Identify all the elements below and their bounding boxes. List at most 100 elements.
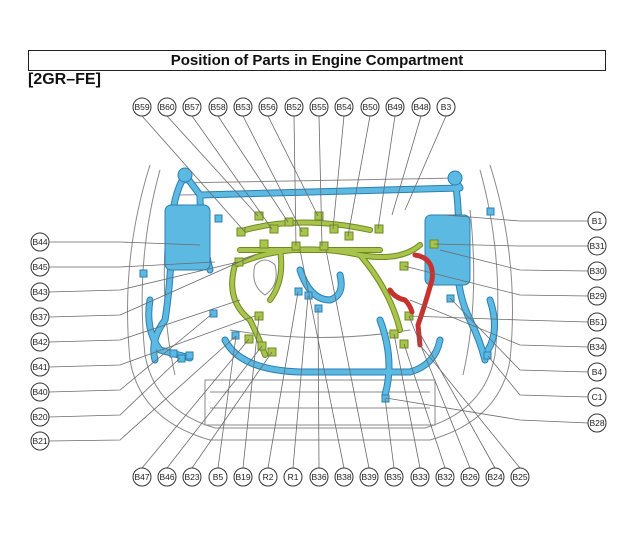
svg-text:B28: B28 xyxy=(589,418,604,428)
leader-lines xyxy=(48,115,589,469)
callout-R2: R2 xyxy=(258,467,278,487)
callout-B51: B51 xyxy=(587,312,607,332)
callout-B35: B35 xyxy=(384,467,404,487)
callout-B34: B34 xyxy=(587,337,607,357)
engine-code-label: [2GR–FE] xyxy=(28,71,101,88)
callout-B25: B25 xyxy=(510,467,530,487)
callout-B19: B19 xyxy=(233,467,253,487)
svg-text:B59: B59 xyxy=(134,102,149,112)
svg-text:B47: B47 xyxy=(134,472,149,482)
svg-text:B49: B49 xyxy=(387,102,402,112)
svg-text:B39: B39 xyxy=(361,472,376,482)
svg-text:B42: B42 xyxy=(32,337,47,347)
svg-text:B43: B43 xyxy=(32,287,47,297)
callout-B44: B44 xyxy=(30,232,50,252)
svg-text:B53: B53 xyxy=(235,102,250,112)
callout-B57: B57 xyxy=(182,97,202,117)
callout-B52: B52 xyxy=(284,97,304,117)
callout-B48: B48 xyxy=(411,97,431,117)
callout-B37: B37 xyxy=(30,307,50,327)
callout-B5: B5 xyxy=(208,467,228,487)
callout-B45: B45 xyxy=(30,257,50,277)
svg-text:B21: B21 xyxy=(32,436,47,446)
callout-B1: B1 xyxy=(587,211,607,231)
callout-B56: B56 xyxy=(258,97,278,117)
callout-B28: B28 xyxy=(587,413,607,433)
svg-text:B55: B55 xyxy=(311,102,326,112)
callout-B53: B53 xyxy=(233,97,253,117)
callout-B41: B41 xyxy=(30,357,50,377)
svg-text:B37: B37 xyxy=(32,312,47,322)
callout-R1: R1 xyxy=(283,467,303,487)
svg-text:B30: B30 xyxy=(589,266,604,276)
svg-text:B45: B45 xyxy=(32,262,47,272)
svg-text:B4: B4 xyxy=(592,367,603,377)
callout-B59: B59 xyxy=(132,97,152,117)
svg-text:B44: B44 xyxy=(32,237,47,247)
callouts-right: B1 B31 B30 B29 B51 B34 B4 C1 B28 xyxy=(587,211,607,433)
callout-B46: B46 xyxy=(157,467,177,487)
svg-text:B34: B34 xyxy=(589,342,604,352)
callout-B38: B38 xyxy=(334,467,354,487)
svg-text:B58: B58 xyxy=(210,102,225,112)
svg-text:B36: B36 xyxy=(311,472,326,482)
svg-text:B54: B54 xyxy=(336,102,351,112)
callout-B3: B3 xyxy=(436,97,456,117)
blue-components xyxy=(139,167,495,403)
svg-text:B25: B25 xyxy=(512,472,527,482)
callout-B4: B4 xyxy=(587,362,607,382)
callouts-left: B44 B45 B43 B37 B42 B41 B40 B20 B21 xyxy=(30,232,50,451)
svg-text:C1: C1 xyxy=(592,392,603,402)
callouts-bottom: B47 B46 B23 B5 B19 R2 R1 B36 B38 B39 B35… xyxy=(132,467,530,487)
callout-B43: B43 xyxy=(30,282,50,302)
svg-text:B38: B38 xyxy=(336,472,351,482)
callout-B26: B26 xyxy=(460,467,480,487)
callout-B24: B24 xyxy=(485,467,505,487)
svg-text:B1: B1 xyxy=(592,216,603,226)
svg-text:B41: B41 xyxy=(32,362,47,372)
svg-text:B3: B3 xyxy=(441,102,452,112)
callout-B32: B32 xyxy=(435,467,455,487)
svg-text:B57: B57 xyxy=(184,102,199,112)
svg-text:B52: B52 xyxy=(286,102,301,112)
svg-text:B35: B35 xyxy=(386,472,401,482)
svg-text:B24: B24 xyxy=(487,472,502,482)
callout-B58: B58 xyxy=(208,97,228,117)
red-wire-harness xyxy=(387,252,435,348)
callout-B33: B33 xyxy=(410,467,430,487)
svg-text:B32: B32 xyxy=(437,472,452,482)
svg-text:B5: B5 xyxy=(213,472,224,482)
svg-text:B56: B56 xyxy=(260,102,275,112)
svg-text:B33: B33 xyxy=(412,472,427,482)
callouts-top: B59 B60 B57 B58 B53 B56 B52 B55 B54 B50 … xyxy=(132,97,456,117)
callout-B31: B31 xyxy=(587,236,607,256)
svg-text:B23: B23 xyxy=(184,472,199,482)
callout-B20: B20 xyxy=(30,407,50,427)
callout-B39: B39 xyxy=(359,467,379,487)
callout-B47: B47 xyxy=(132,467,152,487)
svg-text:B19: B19 xyxy=(235,472,250,482)
callout-B21: B21 xyxy=(30,431,50,451)
svg-text:B29: B29 xyxy=(589,291,604,301)
callout-B49: B49 xyxy=(385,97,405,117)
svg-text:B48: B48 xyxy=(413,102,428,112)
callout-B36: B36 xyxy=(309,467,329,487)
callout-B54: B54 xyxy=(334,97,354,117)
callout-B50: B50 xyxy=(360,97,380,117)
callout-B40: B40 xyxy=(30,382,50,402)
callout-B29: B29 xyxy=(587,286,607,306)
svg-text:R1: R1 xyxy=(288,472,299,482)
callout-B23: B23 xyxy=(182,467,202,487)
svg-text:B50: B50 xyxy=(362,102,377,112)
callout-B60: B60 xyxy=(157,97,177,117)
svg-text:B46: B46 xyxy=(159,472,174,482)
relay-block-left xyxy=(164,204,211,271)
page-title: Position of Parts in Engine Compartment xyxy=(28,50,606,71)
svg-text:R2: R2 xyxy=(263,472,274,482)
svg-text:B60: B60 xyxy=(159,102,174,112)
svg-text:B26: B26 xyxy=(462,472,477,482)
svg-text:B51: B51 xyxy=(589,317,604,327)
callout-B42: B42 xyxy=(30,332,50,352)
svg-text:B31: B31 xyxy=(589,241,604,251)
